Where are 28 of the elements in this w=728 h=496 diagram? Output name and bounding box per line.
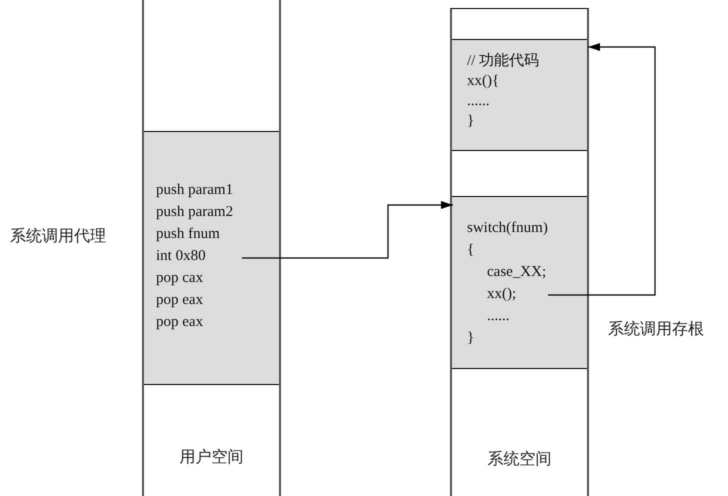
code-line: switch(fnum) <box>467 219 548 237</box>
code-line: xx(); <box>487 285 516 303</box>
column-title: 系统空间 <box>488 449 552 470</box>
code-line: push param1 <box>156 181 234 199</box>
column-title: 用户空间 <box>180 447 244 468</box>
code-line: xx(){ <box>467 72 500 90</box>
code-line: ...... <box>467 92 490 110</box>
code-line: pop eax <box>156 313 204 331</box>
code-block <box>452 196 587 369</box>
memory-column <box>450 8 589 496</box>
code-line: push param2 <box>156 203 234 221</box>
code-line: case_XX; <box>487 263 546 281</box>
arrow <box>242 201 453 259</box>
code-line: } <box>467 329 474 347</box>
side-label: 系统调用存根 <box>608 319 704 340</box>
code-block <box>452 39 587 151</box>
code-line: ...... <box>487 307 510 325</box>
code-line: // 功能代码 <box>467 52 540 70</box>
code-line: } <box>467 112 474 130</box>
memory-column <box>142 0 281 496</box>
code-line: push fnum <box>156 225 220 243</box>
code-block <box>144 131 279 385</box>
code-line: { <box>467 241 474 259</box>
code-line: int 0x80 <box>156 247 206 265</box>
code-line: pop cax <box>156 269 204 287</box>
code-line: pop eax <box>156 291 204 309</box>
arrow <box>548 43 656 296</box>
side-label: 系统调用代理 <box>10 226 106 247</box>
